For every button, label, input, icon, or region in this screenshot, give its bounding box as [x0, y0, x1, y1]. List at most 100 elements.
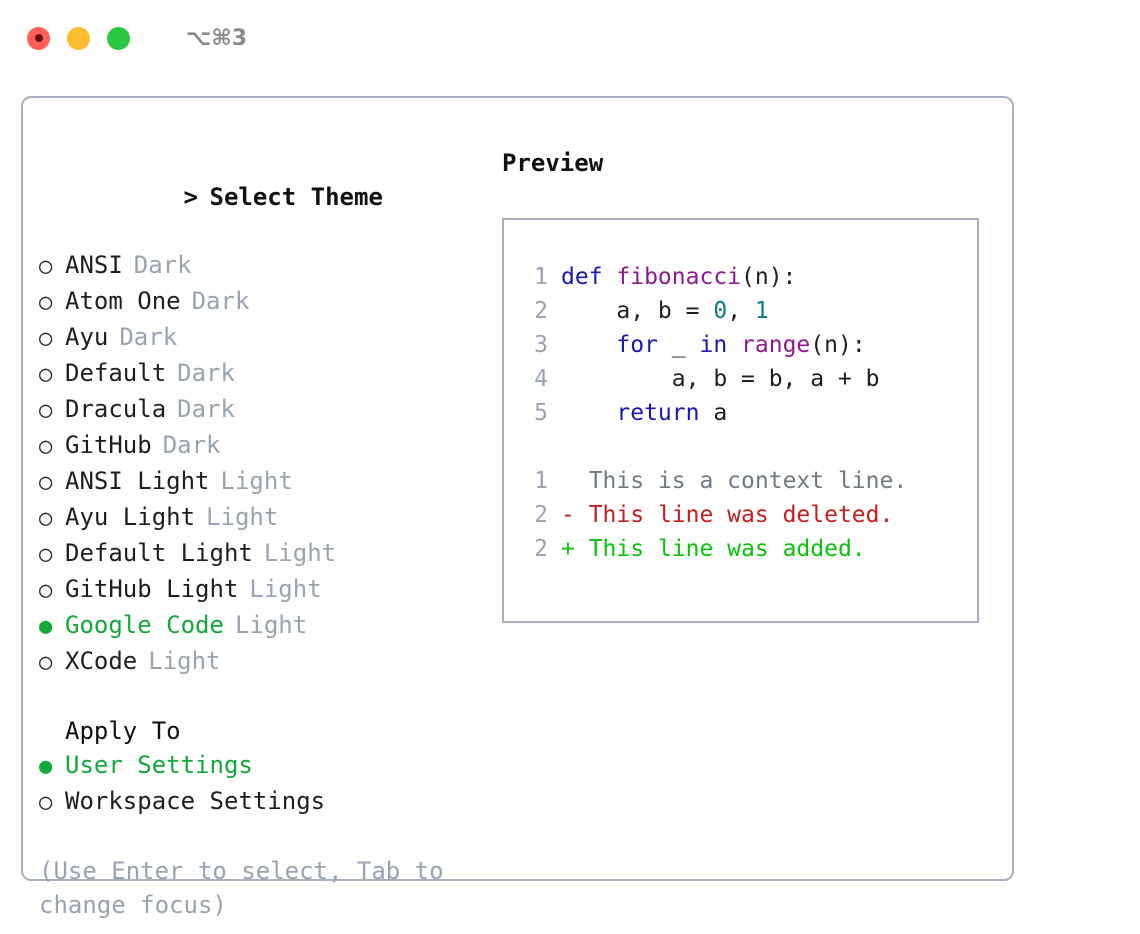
diff-spacer [522, 430, 977, 464]
radio-unselected-icon: ○ [39, 434, 53, 459]
code-line-content: a, b = 0, 1 [561, 294, 769, 328]
radio-selected-icon: ● [39, 754, 53, 779]
diff-line: 1 This is a context line. [522, 464, 977, 498]
radio-unselected-icon: ○ [39, 290, 53, 315]
theme-option-category: Dark [191, 287, 250, 315]
theme-option-label: Default [65, 359, 167, 387]
code-token-pl: _ [657, 332, 700, 358]
code-token-pl: (n): [741, 264, 797, 290]
code-token-pl [561, 400, 616, 426]
code-token-kw: def [561, 264, 617, 290]
radio-selected-icon: ● [39, 614, 53, 639]
apply-to-heading: Apply To [65, 717, 181, 745]
theme-option-label: ANSI [65, 251, 123, 279]
radio-unselected-icon: ○ [39, 470, 53, 495]
window-controls [27, 26, 130, 50]
close-button[interactable] [27, 26, 50, 50]
theme-option-label: GitHub [65, 431, 152, 459]
theme-option-label: Atom One [65, 287, 181, 315]
code-line: 2 a, b = 0, 1 [522, 294, 977, 328]
diff-sample: 1 This is a context line.2- This line wa… [522, 464, 977, 566]
focus-caret-icon: > [183, 183, 198, 211]
radio-unselected-icon: ○ [39, 362, 53, 387]
apply-option-label: Workspace Settings [65, 787, 326, 815]
theme-option-label: Google Code [65, 611, 224, 639]
theme-option-github[interactable]: ○ GitHub Dark [39, 428, 489, 464]
code-line: 5 return a [522, 396, 977, 430]
code-line: 4 a, b = b, a + b [522, 362, 977, 396]
diff-marker: + [561, 536, 589, 562]
maximize-button[interactable] [107, 26, 130, 50]
line-number: 2 [534, 502, 548, 528]
diff-line: 2+ This line was added. [522, 532, 977, 566]
theme-option-category: Light [206, 503, 279, 531]
theme-option-label: Ayu [65, 323, 109, 351]
theme-option-google-code[interactable]: ● Google Code Light [39, 608, 489, 644]
radio-unselected-icon: ○ [39, 254, 53, 279]
theme-option-github-light[interactable]: ○ GitHub Light Light [39, 572, 489, 608]
theme-option-default[interactable]: ○ Default Dark [39, 356, 489, 392]
keyboard-shortcut-label: ⌥⌘3 [186, 25, 248, 51]
code-token-kw: in [699, 332, 728, 358]
close-icon [34, 34, 43, 42]
apply-to-list: ● User Settings ○ Workspace Settings [39, 748, 489, 820]
theme-option-atom-one[interactable]: ○ Atom One Dark [39, 284, 489, 320]
theme-option-label: GitHub Light [65, 575, 239, 603]
code-line-content: for _ in range(n): [561, 328, 865, 362]
theme-option-category: Dark [119, 323, 178, 351]
theme-option-category: Dark [133, 251, 192, 279]
title-bar: ⌥⌘3 [0, 0, 1140, 76]
select-theme-heading: > Select Theme [39, 146, 489, 248]
diff-line-text: This is a context line. [588, 468, 908, 494]
radio-unselected-icon: ○ [39, 790, 53, 815]
code-token-num: 0 [713, 298, 728, 324]
code-token-fn: range [741, 332, 811, 358]
keyboard-hint-text: (Use Enter to select, Tab to change focu… [39, 857, 444, 919]
theme-option-ayu[interactable]: ○ Ayu Dark [39, 320, 489, 356]
line-number: 4 [534, 366, 548, 392]
radio-unselected-icon: ○ [39, 650, 53, 675]
line-number: 2 [534, 298, 548, 324]
diff-marker: - [561, 502, 589, 528]
theme-option-category: Light [249, 575, 322, 603]
line-number: 5 [534, 400, 548, 426]
theme-option-ansi[interactable]: ○ ANSI Dark [39, 248, 489, 284]
theme-option-category: Light [234, 611, 308, 639]
diff-line-text: This line was added. [588, 536, 866, 562]
theme-option-category: Dark [177, 359, 235, 387]
code-token-num: 1 [754, 298, 769, 324]
code-line-content: return a [561, 396, 727, 430]
code-token-pl: , [727, 298, 755, 324]
minimize-button[interactable] [67, 26, 90, 50]
radio-unselected-icon: ○ [39, 578, 53, 603]
diff-line-text: This line was deleted. [588, 502, 894, 528]
diff-marker [561, 464, 589, 498]
theme-option-category: Dark [177, 395, 235, 423]
apply-option-label: User Settings [65, 751, 253, 779]
theme-option-label: Dracula [65, 395, 167, 423]
diff-line: 2- This line was deleted. [522, 498, 977, 532]
section-spacer [39, 680, 489, 714]
line-number: 1 [534, 264, 548, 290]
theme-option-category: Light [263, 539, 337, 567]
theme-option-category: Light [220, 467, 293, 495]
apply-option-workspace-settings[interactable]: ○ Workspace Settings [39, 784, 489, 820]
select-theme-heading-label: Select Theme [209, 183, 383, 211]
apply-option-user-settings[interactable]: ● User Settings [39, 748, 489, 784]
theme-option-label: XCode [65, 647, 138, 675]
theme-option-category: Dark [162, 431, 221, 459]
code-token-kw: return [616, 400, 700, 426]
code-line: 3 for _ in range(n): [522, 328, 977, 362]
code-token-fn: fibonacci [616, 264, 742, 290]
radio-unselected-icon: ○ [39, 326, 53, 351]
